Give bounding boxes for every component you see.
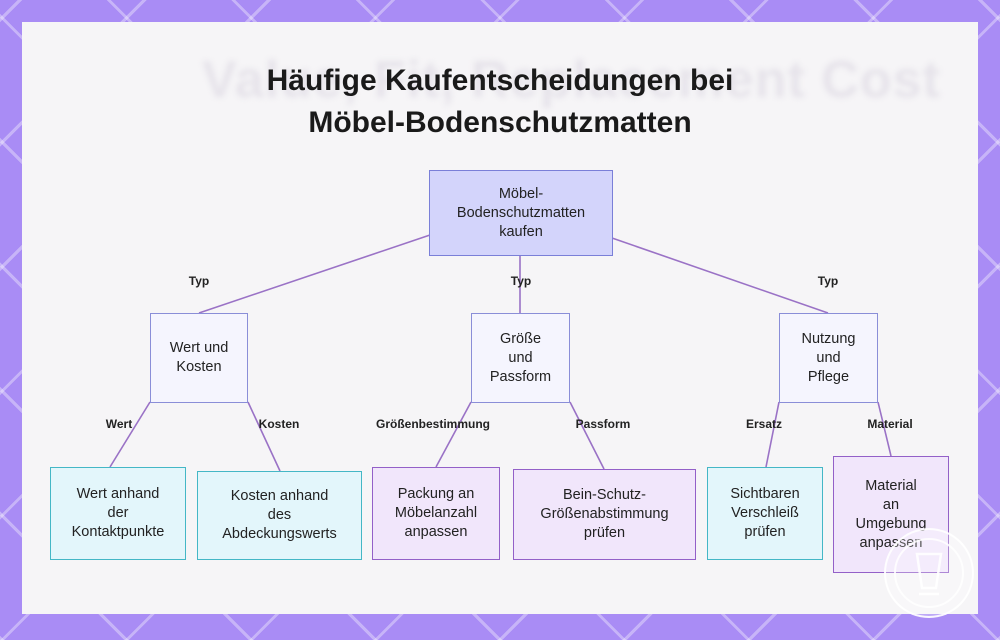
node-value-contact-label: Wert anhand der Kontaktpunkte	[71, 486, 165, 540]
node-root-label: Möbel- Bodenschutzmatten kaufen	[456, 185, 586, 240]
node-leg-sizing-label: Bein-Schutz- Größenabstimmung prüfen	[540, 487, 669, 541]
node-leg-sizing: Bein-Schutz- Größenabstimmung prüfen	[513, 469, 696, 560]
diagram-title: Häufige Kaufentscheidungen bei Möbel-Bod…	[0, 60, 1000, 144]
node-size-fit: Größe und Passform	[471, 313, 570, 403]
background-watermark: Value, Fit, Replacement Cost	[202, 51, 941, 109]
edge-root-value-cost	[198, 234, 431, 314]
node-value-contact: Wert anhand der Kontaktpunkte	[50, 467, 186, 560]
edge-label-material: Material	[867, 417, 913, 431]
edge-label-replacement: Ersatz	[745, 417, 783, 431]
edge-label-value: Wert	[105, 417, 133, 431]
node-use-care: Nutzung und Pflege	[779, 313, 878, 403]
edge-label-root-size-fit: Typ	[510, 274, 532, 288]
node-wear-check: Sichtbaren Verschleiß prüfen	[707, 467, 823, 560]
edge-fit	[569, 401, 605, 470]
edge-label-root-use-care: Typ	[817, 274, 839, 288]
node-root: Möbel- Bodenschutzmatten kaufen	[429, 170, 613, 256]
edge-label-root-value-cost: Typ	[188, 274, 210, 288]
edge-label-sizing: Größenbestimmung	[375, 417, 491, 431]
node-cost-coverage: Kosten anhand des Abdeckungswerts	[197, 471, 362, 560]
node-pack-furniture-label: Packung an Möbelanzahl anpassen	[394, 486, 478, 540]
edge-label-fit: Passform	[575, 417, 631, 431]
edge-value	[109, 401, 151, 468]
node-use-care-label: Nutzung und Pflege	[801, 330, 856, 385]
cup-icon	[884, 528, 974, 618]
title-line-1: Häufige Kaufentscheidungen bei	[266, 64, 734, 97]
edge-material	[877, 401, 892, 457]
node-cost-coverage-label: Kosten anhand des Abdeckungswerts	[222, 488, 337, 542]
node-value-cost: Wert und Kosten	[150, 313, 248, 403]
edge-replacement	[765, 401, 780, 468]
title-line-2: Möbel-Bodenschutzmatten	[308, 106, 692, 139]
edge-root-use-care	[611, 237, 829, 314]
edge-sizing	[435, 401, 472, 468]
node-size-fit-label: Größe und Passform	[489, 330, 552, 385]
edge-cost	[247, 401, 281, 472]
node-pack-furniture: Packung an Möbelanzahl anpassen	[372, 467, 500, 560]
edge-label-cost: Kosten	[258, 417, 300, 431]
node-value-cost-label: Wert und Kosten	[169, 340, 229, 375]
node-wear-check-label: Sichtbaren Verschleiß prüfen	[730, 486, 800, 540]
